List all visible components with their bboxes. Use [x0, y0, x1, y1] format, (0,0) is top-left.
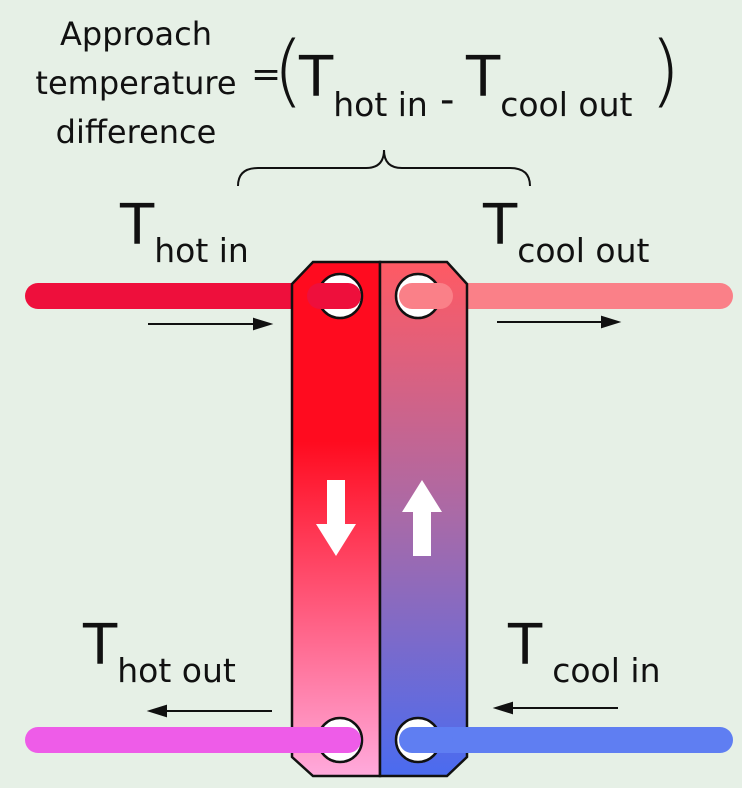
definition-line-2: temperature [35, 64, 237, 102]
formula-minus: - [440, 77, 455, 123]
label-cool-in-sub: cool in [552, 651, 661, 690]
formula-term-hot-in: Thot in [299, 50, 428, 122]
definition-label: Approach temperature difference [20, 10, 252, 157]
down-arrow-icon [316, 480, 356, 556]
cool-out-flow-arrow-icon [497, 315, 622, 329]
formula-T-hot-in: T [299, 45, 334, 110]
close-parenthesis: ) [650, 26, 681, 116]
hot-out-flow-arrow-icon [146, 704, 272, 718]
label-hot-in-T: T [120, 193, 155, 258]
formula-sub-hot-in: hot in [333, 85, 428, 124]
label-cool-out-T: T [483, 193, 518, 258]
equals-sign: = [251, 54, 282, 95]
label-cool-in-T: T [508, 613, 543, 678]
label-cool-out-sub: cool out [517, 231, 650, 270]
hot-in-flow-arrow-icon [148, 317, 274, 331]
up-arrow-icon [402, 480, 442, 556]
definition-line-1: Approach [59, 15, 213, 53]
label-hot-out-sub: hot out [117, 651, 236, 690]
brace-icon [237, 149, 531, 187]
cool-in-flow-arrow-icon [492, 701, 618, 715]
label-hot-in: Thot in [120, 198, 249, 268]
definition-line-3: difference [55, 113, 217, 151]
label-hot-out-T: T [83, 613, 118, 678]
open-parenthesis: ( [273, 26, 304, 116]
formula-term-cool-out: Tcool out [466, 50, 632, 122]
label-cool-out: Tcool out [483, 198, 649, 268]
formula-sub-cool-out: cool out [500, 85, 633, 124]
formula-T-cool-out: T [466, 45, 501, 110]
label-hot-out: Thot out [83, 618, 236, 688]
label-hot-in-sub: hot in [154, 231, 249, 270]
